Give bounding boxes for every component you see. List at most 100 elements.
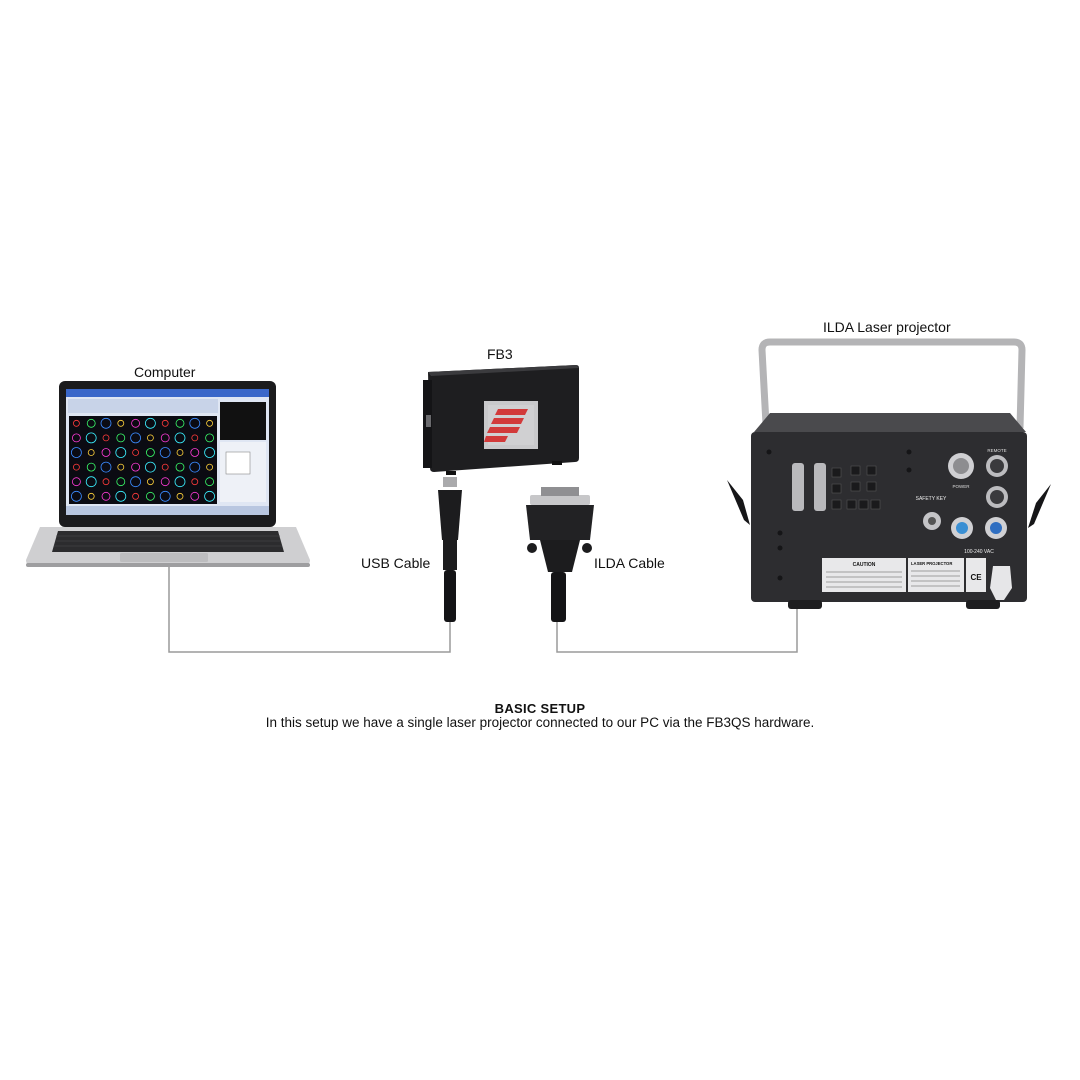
laser-thumbnail [131,418,141,428]
laser-thumbnail [132,449,140,456]
laser-thumbnail [132,492,140,500]
laser-projector: POWER REMOTE SAFETY KEY 100-240 VAC CAUT… [727,338,1051,609]
ilda-cable [526,487,594,622]
antenna-right [1028,484,1051,528]
laser-thumbnail [205,477,215,487]
ilda-input-port [792,463,804,511]
projector-handle [758,338,1026,429]
laser-thumbnail [189,461,201,473]
laptop [26,381,310,567]
laser-thumbnail [146,478,154,486]
laptop-screen-grid [69,416,217,504]
laser-thumbnail [72,433,81,443]
laser-thumbnail [117,419,125,427]
laser-thumbnail [206,463,214,471]
laser-thumbnail [189,417,201,429]
laser-thumbnail [71,490,82,502]
laser-thumbnail [101,491,111,501]
laser-thumbnail [86,418,96,428]
projector-label: ILDA Laser projector [823,319,951,335]
fb3-foot-left [446,471,456,475]
laser-thumbnail [191,434,199,442]
laser-thumbnail [73,463,80,471]
laser-thumbnail [116,433,126,443]
antenna-left [727,480,750,525]
laser-thumbnail [115,447,127,458]
laser-thumbnail [116,477,126,487]
laser-thumbnail [85,476,97,488]
laser-thumbnail [117,463,125,471]
ilda-cable-label: ILDA Cable [594,555,665,571]
laptop-touchpad [120,553,208,562]
laser-thumbnail [87,449,95,456]
laser-thumbnail [160,433,170,443]
computer-label: Computer [134,364,196,380]
caption-title: BASIC SETUP [494,701,586,716]
ce-label [966,558,986,592]
laser-thumbnail [102,478,110,486]
laser-thumbnail [206,419,214,427]
laser-thumbnail [144,417,156,429]
laser-thumbnail [204,447,216,458]
connection-lines [168,567,798,653]
laser-thumbnail [174,476,186,488]
laser-thumbnail [100,417,112,429]
laser-thumbnail [159,490,171,502]
usb-cable [438,477,462,622]
laptop-screen-thumbnails [71,417,216,502]
svg-text:CE: CE [970,573,982,582]
laser-thumbnail [85,432,97,444]
laser-thumbnail [190,491,200,501]
laser-thumbnail [145,491,155,501]
laser-thumbnail [102,434,110,442]
latch [990,566,1012,600]
fb3-logo [484,401,538,449]
laser-thumbnail [146,434,154,442]
laser-thumbnail [71,447,82,458]
svg-text:LASER PROJECTOR: LASER PROJECTOR [911,561,952,566]
laptop-keyboard [52,531,284,552]
ilda-connection-line [556,600,798,653]
laser-thumbnail [86,462,96,472]
svg-text:100-240 VAC: 100-240 VAC [964,549,994,555]
svg-text:CAUTION: CAUTION [853,562,876,568]
laser-thumbnail [159,447,171,458]
laser-thumbnail [101,448,111,457]
laser-thumbnail [72,477,81,487]
svg-text:REMOTE: REMOTE [987,448,1006,453]
laser-thumbnail [130,432,142,444]
laser-thumbnail [87,492,95,500]
laser-thumbnail [175,462,185,472]
laser-thumbnail [100,461,112,473]
fb3-interface [423,365,579,475]
laser-thumbnail [144,461,156,473]
laser-thumbnail [130,476,142,488]
laser-thumbnail [191,478,199,486]
laser-thumbnail [161,419,169,427]
caption-text: In this setup we have a single laser pro… [265,715,815,730]
svg-text:SAFETY KEY: SAFETY KEY [916,496,947,502]
laser-thumbnail [131,462,141,472]
fb3-label: FB3 [487,346,513,362]
laser-thumbnail [115,490,127,502]
laser-thumbnail [174,432,186,444]
usb-cable-label: USB Cable [361,555,431,571]
laser-thumbnail [190,448,200,457]
laser-thumbnail [145,448,155,457]
laser-thumbnail [175,418,185,428]
laser-thumbnail [176,449,184,456]
svg-text:POWER: POWER [952,484,970,489]
projector-buttons [831,465,881,510]
usb-port [426,415,431,427]
ilda-output-port [814,463,826,511]
laser-thumbnail [205,433,215,443]
caution-label [822,558,906,592]
laser-thumbnail [161,463,169,471]
laptop-keys [54,535,282,547]
laser-thumbnail [73,419,80,427]
laser-thumbnail [176,492,184,500]
fb3-foot-right [552,461,562,465]
usb-connection-line [168,567,451,653]
laser-thumbnail [204,490,216,502]
